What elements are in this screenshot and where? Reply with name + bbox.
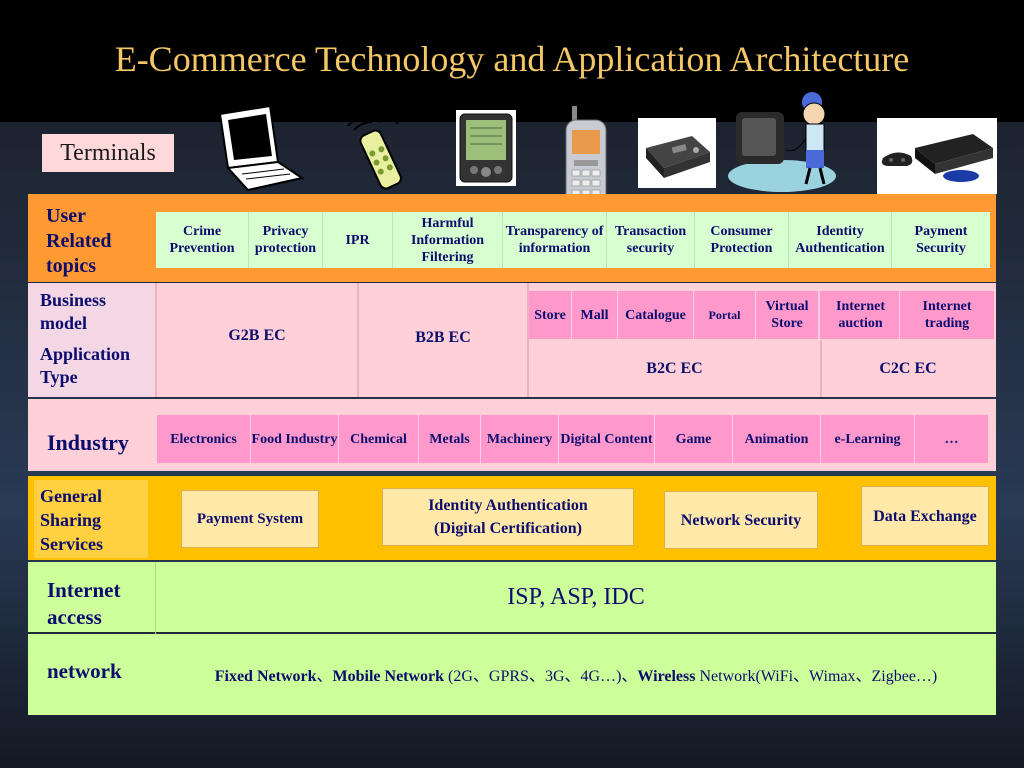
g2b-ec: G2B EC [228, 326, 286, 344]
business-model-label: Business model [40, 290, 107, 333]
cordless-phone-icon [341, 108, 402, 190]
industry-electronics: Electronics [157, 415, 251, 463]
c2c-ec: C2C EC [879, 359, 937, 377]
divider-g2b-b2b [357, 283, 359, 397]
divider-b2c-c2c [820, 340, 822, 397]
b2b-ec: B2B EC [415, 328, 471, 346]
topic-consumer-protection: Consumer Protection [695, 212, 789, 268]
laptop-icon [218, 104, 304, 192]
terminals-label: Terminals [42, 134, 174, 172]
industry-digital-content: Digital Content [559, 415, 655, 463]
service-identity-authentication: Identity Authentication (Digital Certifi… [382, 488, 634, 546]
topic-crime-prevention: Crime Prevention [156, 212, 249, 268]
model-virtual-store: Virtual Store [756, 291, 820, 339]
industry-animation: Animation [733, 415, 821, 463]
topic-identity-authentication: Identity Authentication [789, 212, 892, 268]
industry-machinery: Machinery [481, 415, 559, 463]
industry-more: … [944, 431, 959, 447]
network-mobile: Mobile Network [332, 668, 445, 685]
business-label-panel [28, 283, 155, 397]
user-related-label: User Related topics [46, 205, 112, 277]
mobile-phone-icon [565, 106, 607, 211]
industry-metals: Metals [419, 415, 481, 463]
topic-transaction-security: Transaction security [607, 212, 695, 268]
divider-b2b-b2c [527, 283, 529, 397]
service-payment-system: Payment System [181, 490, 319, 548]
slide-title: E-Commerce Technology and Application Ar… [114, 39, 910, 79]
general-services-label-panel [34, 480, 148, 558]
industry-label: Industry [47, 430, 129, 455]
application-type-label: Application Type [40, 344, 131, 387]
industry-e-learning: e-Learning [821, 415, 915, 463]
internet-access-row [28, 562, 996, 632]
internet-access-value: ISP, ASP, IDC [507, 583, 645, 610]
industry-chemical: Chemical [339, 415, 419, 463]
topic-ipr: IPR [323, 212, 393, 268]
topic-transparency-of-information: Transparency of information [503, 212, 607, 268]
model-internet-auction: Internet auction [822, 291, 900, 339]
topic-harmful-information-filtering: Harmful Information Filtering [393, 212, 503, 268]
model-store: Store [529, 291, 572, 339]
network-fixed: Fixed Network [214, 668, 317, 685]
industry-food: Food Industry [251, 415, 339, 463]
network-wireless-detail: Network(WiFi、Wimax、Zigbee…) [695, 668, 938, 685]
pda-icon [456, 110, 516, 186]
network-text: Fixed Network、Mobile Network (2G、GPRS、3G… [156, 662, 996, 686]
set-top-box-icon [638, 118, 716, 188]
tv-gamer-icon [728, 92, 836, 192]
network-row [28, 634, 996, 715]
topic-privacy-protection: Privacy protection [249, 212, 323, 268]
network-sep: 、 [316, 668, 333, 685]
user-related-topics-strip [156, 212, 990, 268]
industry-game: Game [655, 415, 733, 463]
topic-payment-security: Payment Security [914, 224, 968, 256]
divider-g2b-left [155, 283, 157, 397]
b2c-ec: B2C EC [646, 359, 703, 377]
network-label: network [47, 659, 122, 683]
network-wireless: Wireless [637, 668, 696, 685]
model-catalogue: Catalogue [618, 291, 694, 339]
model-internet-trading: Internet trading [922, 299, 972, 331]
internet-access-label: Internet access [47, 578, 121, 629]
game-console-icon [877, 118, 997, 194]
general-services-label: General Sharing Services [40, 486, 103, 554]
industry-strip [157, 415, 988, 463]
network-mobile-detail: (2G、GPRS、3G、4G…)、 [444, 668, 638, 685]
model-portal: Portal [694, 291, 756, 339]
service-data-exchange: Data Exchange [861, 486, 989, 546]
service-network-security: Network Security [664, 491, 818, 549]
b2c-models-strip [529, 291, 994, 339]
model-mall: Mall [572, 291, 618, 339]
